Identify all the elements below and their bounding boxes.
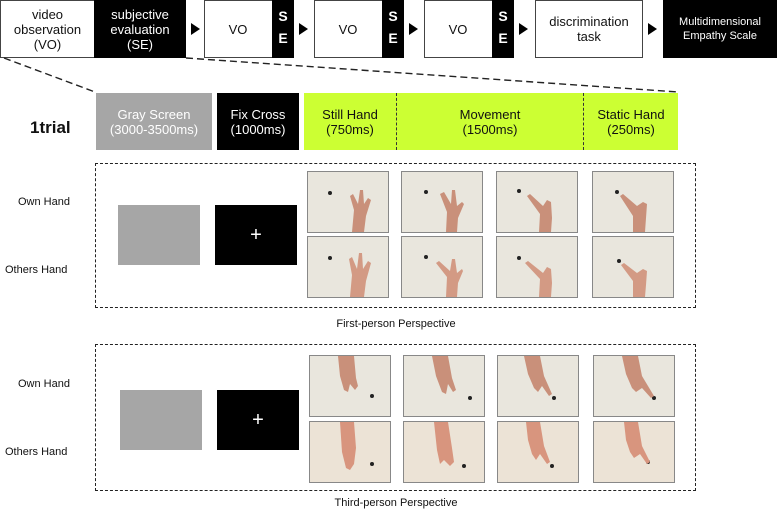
hand-image — [497, 172, 577, 232]
phase-movement-name: Movement — [460, 107, 521, 122]
hand-frame-first-own-4 — [592, 171, 674, 233]
row-label-others-third: Others Hand — [5, 446, 67, 458]
hand-frame-first-own-1 — [307, 171, 389, 233]
hand-image — [402, 237, 482, 297]
phase-gray-screen: Gray Screen (3000-3500ms) — [96, 93, 212, 150]
hand-frame-third-own-2 — [403, 355, 485, 417]
hand-frame-first-others-4 — [592, 236, 674, 298]
hand-frame-first-others-2 — [401, 236, 483, 298]
row-label-own-first: Own Hand — [18, 196, 70, 208]
trial-label: 1trial — [30, 118, 71, 138]
gray-screen-first — [118, 205, 200, 265]
phase-static-hand-name: Static Hand — [597, 107, 664, 122]
hand-image — [497, 237, 577, 297]
hand-frame-third-own-1 — [309, 355, 391, 417]
zoom-lines — [0, 0, 777, 100]
phase-movement: Movement (1500ms) — [397, 93, 583, 150]
hand-image — [498, 422, 578, 482]
fix-cross-symbol-third: + — [248, 410, 268, 430]
hand-image — [498, 356, 578, 416]
hand-frame-third-own-3 — [497, 355, 579, 417]
phase-static-hand-duration: (250ms) — [607, 122, 655, 137]
third-person-caption: Third-person Perspective — [296, 497, 496, 509]
phase-fix-cross-duration: (1000ms) — [231, 122, 286, 137]
hand-image — [594, 422, 674, 482]
phase-fix-cross-name: Fix Cross — [231, 107, 286, 122]
zoom-line-right — [186, 58, 678, 92]
phase-static-hand: Static Hand (250ms) — [584, 93, 678, 150]
phase-still-hand-duration: (750ms) — [326, 122, 374, 137]
zoom-line-left — [4, 58, 95, 92]
hand-frame-third-others-2 — [403, 421, 485, 483]
hand-image — [402, 172, 482, 232]
hand-frame-third-others-4 — [593, 421, 675, 483]
hand-frame-third-own-4 — [593, 355, 675, 417]
hand-image — [593, 237, 673, 297]
hand-image — [310, 356, 390, 416]
hand-frame-first-others-1 — [307, 236, 389, 298]
hand-frame-third-others-1 — [309, 421, 391, 483]
hand-frame-first-own-3 — [496, 171, 578, 233]
hand-image — [593, 172, 673, 232]
hand-image — [308, 172, 388, 232]
hand-image — [308, 237, 388, 297]
hand-frame-first-others-3 — [496, 236, 578, 298]
hand-image — [404, 422, 484, 482]
hand-image — [310, 422, 390, 482]
hand-frame-first-own-2 — [401, 171, 483, 233]
phase-movement-duration: (1500ms) — [463, 122, 518, 137]
hand-frame-third-others-3 — [497, 421, 579, 483]
phase-fix-cross: Fix Cross (1000ms) — [217, 93, 299, 150]
phase-gray-screen-name: Gray Screen — [118, 107, 191, 122]
gray-screen-third — [120, 390, 202, 450]
row-label-own-third: Own Hand — [18, 378, 70, 390]
fix-cross-symbol-first: + — [246, 225, 266, 245]
first-person-caption: First-person Perspective — [296, 318, 496, 330]
hand-image — [594, 356, 674, 416]
phase-gray-screen-duration: (3000-3500ms) — [110, 122, 198, 137]
row-label-others-first: Others Hand — [5, 264, 67, 276]
hand-image — [404, 356, 484, 416]
phase-still-hand-name: Still Hand — [322, 107, 378, 122]
phase-still-hand: Still Hand (750ms) — [304, 93, 396, 150]
